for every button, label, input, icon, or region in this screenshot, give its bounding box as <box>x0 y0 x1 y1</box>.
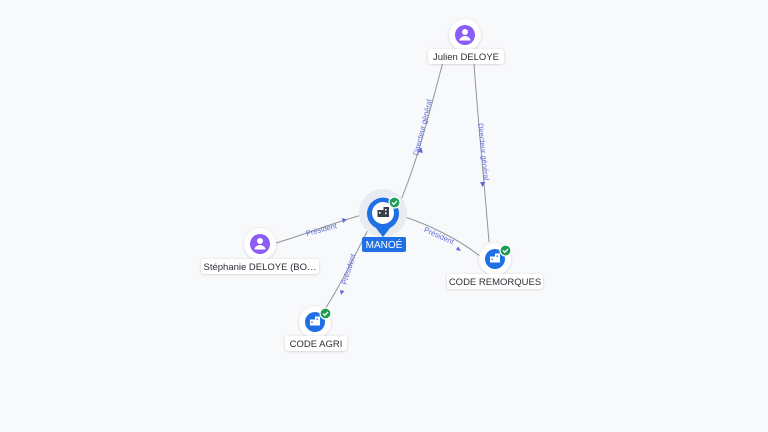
edge-arrow-icon <box>418 147 423 153</box>
edge-label-julien-remorques: Directeur général <box>476 123 491 181</box>
company-building-icon <box>377 207 389 217</box>
company-building-icon <box>310 316 320 326</box>
node-julien-deloye[interactable]: Julien DELOYE <box>428 19 504 64</box>
edge-label-manoe-remorques: Président <box>423 225 456 246</box>
node-label-code-remorques: CODE REMORQUES <box>449 277 541 288</box>
node-label-stephanie: Stéphanie DELOYE (BO… <box>204 262 317 273</box>
node-code-remorques[interactable]: CODE REMORQUES <box>447 243 543 289</box>
verified-check-icon <box>319 307 332 320</box>
edge-manoe-remorques[interactable]: Président <box>401 215 482 258</box>
edge-julien-manoe[interactable]: Directeur général <box>399 61 444 203</box>
verified-check-icon <box>499 244 512 257</box>
node-label-code-agri: CODE AGRI <box>290 339 343 350</box>
node-label-manoe: MANOÉ <box>366 238 403 251</box>
edge-arrow-icon <box>456 246 461 251</box>
edge-julien-remorques[interactable]: Directeur général <box>473 63 491 243</box>
center-label-badge <box>362 237 406 252</box>
edge-label-julien-manoe: Directeur général <box>411 98 434 156</box>
edge-arrow-icon <box>480 182 486 187</box>
node-code-agri[interactable]: CODE AGRI <box>285 306 347 351</box>
edge-label-manoe-agri: Président <box>340 252 358 286</box>
node-stephanie-deloye[interactable]: Stéphanie DELOYE (BO… <box>201 228 319 274</box>
node-label-julien: Julien DELOYE <box>433 52 499 63</box>
edge-arrow-icon <box>340 290 345 295</box>
edge-stephanie-manoe[interactable]: Président <box>275 213 367 244</box>
edge-label-stephanie-manoe: Président <box>305 221 339 238</box>
company-building-icon <box>490 253 500 263</box>
node-manoe[interactable]: MANOÉ <box>359 189 407 252</box>
edge-arrow-icon <box>342 218 347 223</box>
verified-check-icon <box>388 196 401 209</box>
